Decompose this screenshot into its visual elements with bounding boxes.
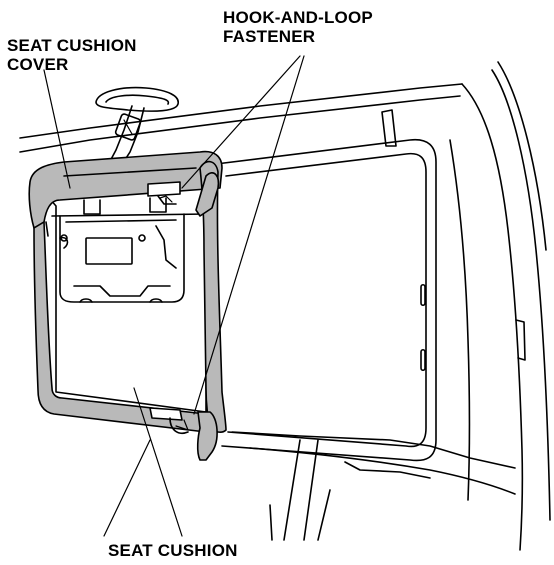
seat-cushion-cover <box>28 150 227 461</box>
seat-cushion-frame <box>215 138 437 462</box>
seat-cushion-label: SEAT CUSHION <box>108 541 238 560</box>
seat-cushion-cover-label-line2: COVER <box>7 55 69 74</box>
seat-cushion <box>43 189 209 413</box>
leader-hook-2 <box>193 55 305 415</box>
leader-cover <box>43 69 71 189</box>
hook-and-loop-fastener-label-line2: FASTENER <box>223 27 316 46</box>
leader-lines <box>43 55 305 537</box>
hook-and-loop-fastener-label-line1: HOOK-AND-LOOP <box>223 8 373 27</box>
vehicle-body <box>19 61 551 551</box>
seat-cushion-cover-label: SEAT CUSHION COVER <box>7 36 137 74</box>
cover-edge-details <box>45 167 197 434</box>
hook-and-loop-fastener-label: HOOK-AND-LOOP FASTENER <box>223 8 373 46</box>
leader-cushion-1 <box>103 439 151 537</box>
seat-cushion-cover-label-line1: SEAT CUSHION <box>7 36 137 55</box>
leader-hook-1 <box>181 55 301 189</box>
leader-cushion-2 <box>133 387 183 537</box>
headrest-loop <box>95 86 179 112</box>
